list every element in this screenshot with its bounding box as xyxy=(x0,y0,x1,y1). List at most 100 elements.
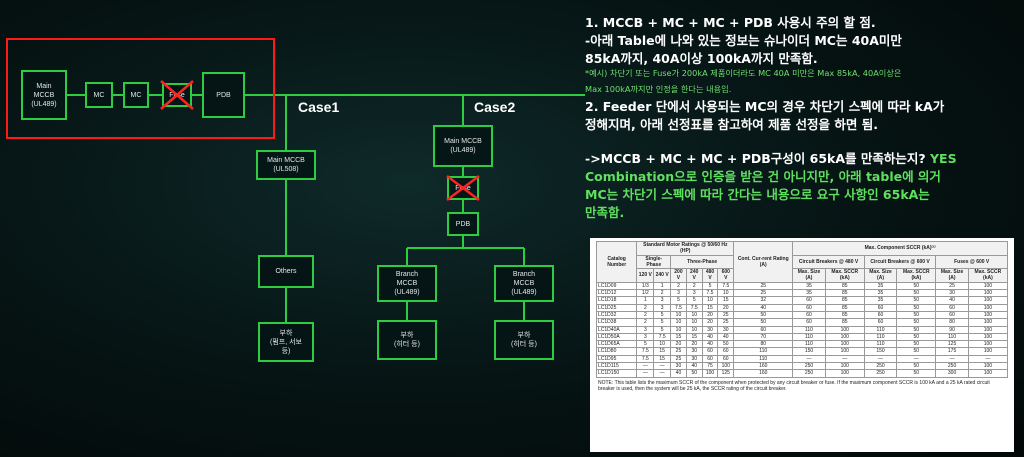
table-cell: 60 xyxy=(733,325,794,334)
catalog-cell: LC1D40A xyxy=(595,325,638,334)
table-cell: 3 xyxy=(653,296,672,305)
table-cell: — xyxy=(653,362,672,371)
table-cell: 1/3 xyxy=(636,281,655,291)
table-cell: 150 xyxy=(792,347,826,356)
table-cell: 100 xyxy=(824,325,865,334)
branch-mccb-1: Branch MCCB (UL489) xyxy=(377,265,437,302)
table-cell: 10 xyxy=(653,340,672,349)
table-cell: 1/2 xyxy=(636,289,655,298)
table-cell: 40 xyxy=(685,362,703,371)
load-case1: 부하 (펌프, 서보 등) xyxy=(258,322,314,362)
table-cell: 50 xyxy=(896,347,937,356)
col-maxsccr: Max. SCCR (kA) xyxy=(824,268,865,283)
note-line-1: 1. MCCB + MC + MC + PDB 사용시 주의 할 점. xyxy=(585,15,876,30)
table-cell: 15 xyxy=(653,347,672,356)
table-cell: 15 xyxy=(701,303,719,312)
table-cell: 20 xyxy=(701,310,719,320)
table-cell: 300 xyxy=(935,369,969,378)
table-cell: 85 xyxy=(824,303,865,312)
table-cell: 40 xyxy=(701,340,719,349)
table-cell: — xyxy=(792,354,826,364)
cross-icon xyxy=(446,175,480,201)
table-cell: 60 xyxy=(935,303,969,312)
col-maxsize: Max. Size (A) xyxy=(792,268,826,283)
table-cell: 7.5 xyxy=(717,281,735,291)
col-v: 240 V xyxy=(685,268,703,283)
col-v: 240 V xyxy=(653,268,672,283)
catalog-cell: LC1D38 xyxy=(595,318,638,327)
catalog-cell: LC1D150 xyxy=(595,369,638,378)
table-cell: 50 xyxy=(896,289,937,298)
table-cell: 15 xyxy=(717,296,735,305)
table-cell: 5 xyxy=(636,340,655,349)
table-cell: 100 xyxy=(824,332,865,342)
table-cell: 50 xyxy=(896,340,937,349)
table-cell: 50 xyxy=(896,362,937,371)
table-cell: 175 xyxy=(935,347,969,356)
col-three: Three-Phase xyxy=(670,254,735,270)
table-cell: 100 xyxy=(824,347,865,356)
table-cell: 80 xyxy=(935,318,969,327)
table-cell: 20 xyxy=(701,318,719,327)
note-line-5: 정해지며, 아래 선정표를 참고하여 제품 선정을 하면 됨. xyxy=(585,117,878,132)
table-cell: 25 xyxy=(733,289,794,298)
table-cell: 70 xyxy=(733,332,794,342)
col-v: 200 V xyxy=(670,268,687,283)
table-cell: 25 xyxy=(717,310,735,320)
table-cell: — xyxy=(636,362,655,371)
table-cell: 3 xyxy=(636,332,655,342)
table-cell: 40 xyxy=(701,332,719,342)
pdb-node-top: PDB xyxy=(202,72,245,118)
table-cell: 110 xyxy=(863,325,898,334)
table-cell: 3 xyxy=(653,303,672,312)
col-single: Single-Phase xyxy=(636,254,672,270)
table-cell: 50 xyxy=(733,310,794,320)
table-cell: 5 xyxy=(701,281,719,291)
table-cell: 60 xyxy=(863,318,898,327)
table-cell: 90 xyxy=(935,325,969,334)
table-cell: 7.5 xyxy=(636,354,655,364)
table-cell: 40 xyxy=(733,303,794,312)
table-cell: 100 xyxy=(967,369,1009,378)
table-cell: 100 xyxy=(967,310,1009,320)
table-cell: 100 xyxy=(701,369,719,378)
question-line-3: MC는 차단기 스펙에 따라 간다는 내용으로 요구 사항인 65kA는 xyxy=(585,187,930,202)
table-cell: 3 xyxy=(670,289,687,298)
highlight-box xyxy=(6,38,275,139)
table-cell: 7.5 xyxy=(653,332,672,342)
table-cell: 110 xyxy=(792,332,826,342)
table-cell: 5 xyxy=(653,318,672,327)
table-cell: 110 xyxy=(863,332,898,342)
mc-node-1: MC xyxy=(85,82,113,108)
table-cell: 50 xyxy=(896,310,937,320)
table-cell: 110 xyxy=(733,354,794,364)
table-cell: 7.5 xyxy=(685,303,703,312)
table-cell: 50 xyxy=(717,340,735,349)
col-v: 600 V xyxy=(717,268,735,283)
table-cell: 7.5 xyxy=(636,347,655,356)
table-cell: 20 xyxy=(685,340,703,349)
table-cell: 25 xyxy=(670,354,687,364)
table-cell: 60 xyxy=(935,310,969,320)
col-maxsize: Max. Size (A) xyxy=(935,268,969,283)
table-cell: 15 xyxy=(685,332,703,342)
table-cell: 60 xyxy=(863,310,898,320)
case1-label: Case1 xyxy=(298,99,340,115)
table-cell: 5 xyxy=(653,325,672,334)
table-cell: 100 xyxy=(967,303,1009,312)
table-cell: 60 xyxy=(717,347,735,356)
col-maxsccr: Max. SCCR (kA) xyxy=(896,268,937,283)
load-branch-2: 부하 (히터 등) xyxy=(494,320,554,360)
table-cell: 3 xyxy=(636,325,655,334)
table-cell: 100 xyxy=(967,332,1009,342)
table-cell: — xyxy=(824,354,865,364)
table-cell: 250 xyxy=(792,369,826,378)
table-cell: 100 xyxy=(824,340,865,349)
table-cell: 10 xyxy=(670,310,687,320)
table-cell: 60 xyxy=(792,296,826,305)
